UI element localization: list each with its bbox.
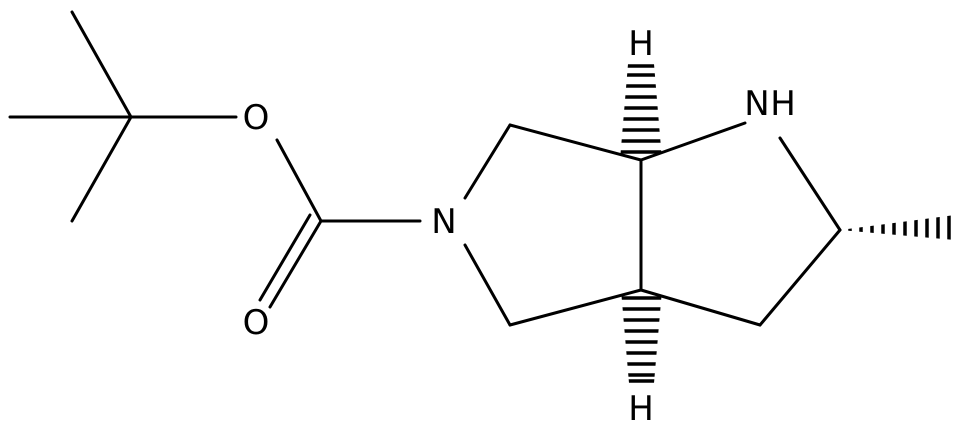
bond-ch2-bridgehead	[639, 288, 762, 327]
atom-o-carbonyl: O	[243, 303, 270, 343]
atom-h-top: H	[628, 24, 654, 64]
bond-ch2-top-bridgehead	[508, 123, 643, 162]
atom-o-ether: O	[243, 98, 270, 138]
bond-carbonyl-double-a	[268, 219, 323, 309]
bond-bridgehead-nh	[639, 121, 747, 162]
atom-nh-n: N	[744, 84, 769, 124]
atom-h-bottom: H	[628, 389, 654, 429]
bond-tbu-methyl-bottom	[70, 115, 133, 223]
atom-n-ring: N	[431, 202, 456, 242]
bond-chme-ch2	[758, 228, 842, 327]
bond-n-ch2-top	[463, 123, 512, 200]
bond-nh-chme	[778, 136, 842, 232]
bond-tbu-methyl-top	[70, 10, 133, 119]
hashed-bond-top-h	[620, 64, 662, 154]
bond-o-carbonyl-carbon	[275, 138, 323, 223]
bond-ch2-bottom-bridgehead	[508, 288, 643, 327]
bond-carbonyl-double-b	[258, 213, 312, 302]
hashed-bond-bottom-h	[621, 296, 662, 383]
bond-n-ch2-bottom	[463, 243, 512, 327]
atom-nh-h: H	[770, 84, 796, 124]
hashed-bond-methyl	[848, 215, 951, 240]
